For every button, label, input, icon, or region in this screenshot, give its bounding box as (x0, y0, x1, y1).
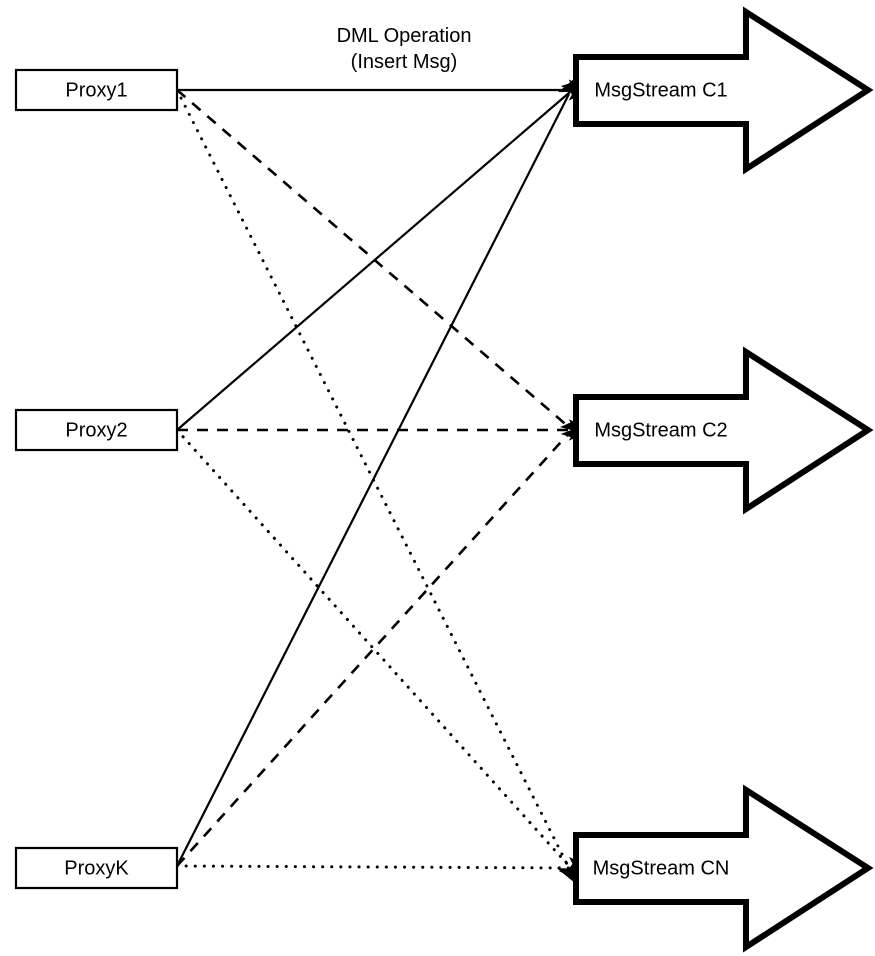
edge-p1-cn (175, 88, 578, 886)
proxy-box-proxy1 (14, 68, 179, 112)
proxy-proxyK[interactable]: ProxyK (14, 846, 179, 890)
proxy-proxy2[interactable]: Proxy2 (14, 408, 179, 452)
proxy-label-proxy1: Proxy1 (65, 79, 127, 101)
edge-label-line2: (Insert Msg) (351, 51, 458, 73)
streams-layer: MsgStream C1 MsgStream C2 MsgStream CN (573, 6, 874, 953)
msgstream-label-c1: MsgStream C1 (594, 79, 727, 101)
edge-p1-c2 (176, 89, 586, 442)
edge-p2-c1 (176, 78, 586, 431)
msgstream-label-c2: MsgStream C2 (594, 419, 727, 441)
msgstream-shape-cn (573, 784, 874, 953)
proxy-label-proxy2: Proxy2 (65, 419, 127, 441)
edge-label-line1: DML Operation (337, 25, 472, 47)
edge-pk-c1 (176, 75, 579, 867)
msgstream-c2[interactable]: MsgStream C2 (573, 346, 874, 515)
edge-label-dml-operation: DML Operation (Insert Msg) (337, 25, 472, 73)
edge-pk-c2 (176, 416, 585, 867)
msgstream-cn[interactable]: MsgStream CN (573, 784, 874, 953)
msgstream-shape-c2 (573, 346, 874, 515)
edges-layer (175, 75, 594, 886)
proxy-label-proxyK: ProxyK (64, 857, 129, 879)
proxy-box-proxy2 (14, 408, 179, 452)
msgstream-label-cn: MsgStream CN (593, 857, 730, 879)
msgstream-shape-c1 (573, 6, 874, 175)
edge-pk-cn (175, 857, 594, 879)
msgstream-c1[interactable]: MsgStream C1 (573, 6, 874, 175)
proxy-proxy1[interactable]: Proxy1 (14, 68, 179, 112)
proxy-box-proxyK (14, 846, 179, 890)
